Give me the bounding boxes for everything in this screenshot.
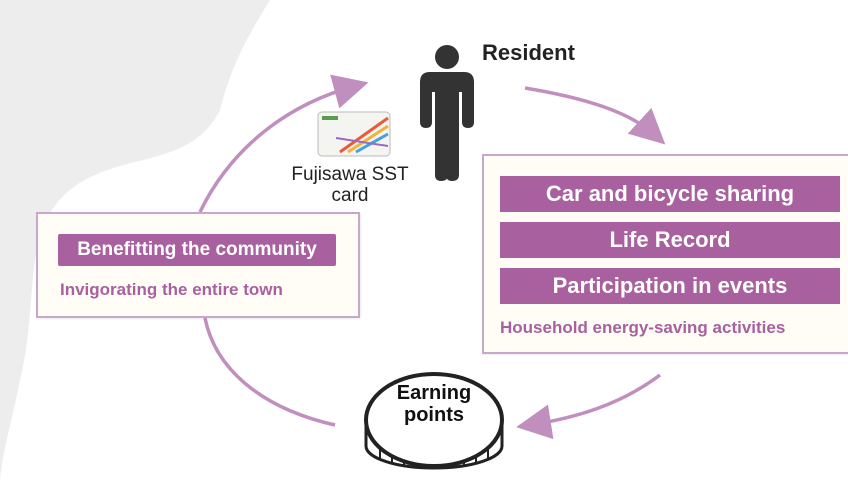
community-caption: Invigorating the entire town bbox=[60, 280, 283, 299]
coin-label-line2: points bbox=[404, 404, 464, 426]
coin-icon bbox=[364, 372, 504, 470]
activity-item: Life Record bbox=[500, 222, 840, 258]
arrow-resident-to-activities bbox=[524, 86, 666, 145]
activities-caption: Household energy-saving activities bbox=[500, 318, 786, 337]
coin-label-line1: Earning bbox=[396, 382, 472, 404]
card-label: Fujisawa SST card bbox=[270, 164, 430, 206]
person-icon bbox=[420, 45, 474, 181]
coin-label: Earning points bbox=[374, 382, 494, 426]
resident-label: Resident bbox=[482, 40, 575, 65]
activities-box: Car and bicycle sharing Life Record Part… bbox=[482, 154, 848, 354]
activity-item: Car and bicycle sharing bbox=[500, 176, 840, 212]
community-box: Benefitting the community Invigorating t… bbox=[36, 212, 360, 318]
activity-item: Participation in events bbox=[500, 268, 840, 304]
card-label-line1: Fujisawa SST bbox=[291, 164, 409, 185]
arrow-community-to-resident bbox=[198, 74, 369, 213]
arrow-activities-to-points bbox=[516, 373, 662, 440]
card-icon bbox=[317, 111, 391, 157]
community-highlight: Benefitting the community bbox=[58, 234, 336, 266]
card-label-line2: card bbox=[331, 185, 369, 206]
arrow-points-to-community bbox=[203, 317, 336, 427]
